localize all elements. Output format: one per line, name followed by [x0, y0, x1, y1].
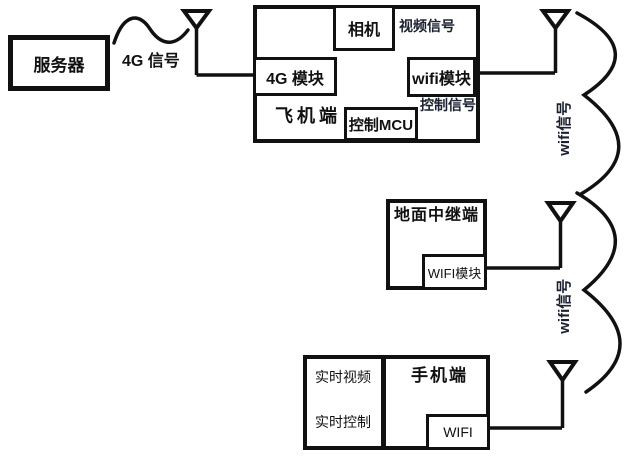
relay-wifi-module-box: WIFI模块	[422, 254, 487, 290]
video-signal-label: 视频信号	[399, 18, 455, 34]
camera-box: 相机	[333, 5, 395, 51]
control-signal-label: 控制信号	[420, 97, 476, 113]
4g-signal-wave	[112, 16, 190, 45]
4g-signal-label: 4G 信号	[122, 53, 180, 70]
wifi-signal-label-1: wifi信号	[555, 100, 573, 156]
antenna-relay-icon	[544, 201, 577, 225]
realtime-video-label: 实时视频	[315, 369, 371, 385]
relay-wifi-module-label: WIFI模块	[427, 265, 482, 281]
server-box: 服务器	[8, 35, 110, 91]
control-mcu-label: 控制MCU	[348, 116, 414, 134]
wifi-module-label: wifi模块	[412, 71, 471, 88]
antenna-phone-icon	[546, 360, 579, 384]
4g-module-label: 4G 模块	[266, 70, 324, 88]
wifi-signal-wave-2	[575, 191, 622, 394]
relay-label: 地面中继端	[394, 207, 480, 224]
wifi-signal-wave-1	[575, 11, 621, 196]
camera-label: 相机	[347, 22, 380, 39]
realtime-control-label: 实时控制	[315, 414, 371, 430]
antenna-aircraft-icon	[539, 9, 572, 32]
phone-wifi-label: WIFI	[443, 424, 473, 440]
phone-box-divider	[381, 355, 386, 450]
wifi-signal-label-2: wifi信号	[555, 278, 573, 334]
phone-label: 手机端	[411, 366, 468, 385]
server-label: 服务器	[33, 55, 85, 75]
antenna-left-icon	[180, 9, 213, 32]
control-mcu-box: 控制MCU	[344, 107, 418, 141]
4g-module-box: 4G 模块	[253, 57, 337, 96]
wifi-module-box: wifi模块	[407, 57, 476, 97]
aircraft-label: 飞机端	[275, 106, 341, 126]
phone-wifi-box: WIFI	[426, 414, 490, 450]
